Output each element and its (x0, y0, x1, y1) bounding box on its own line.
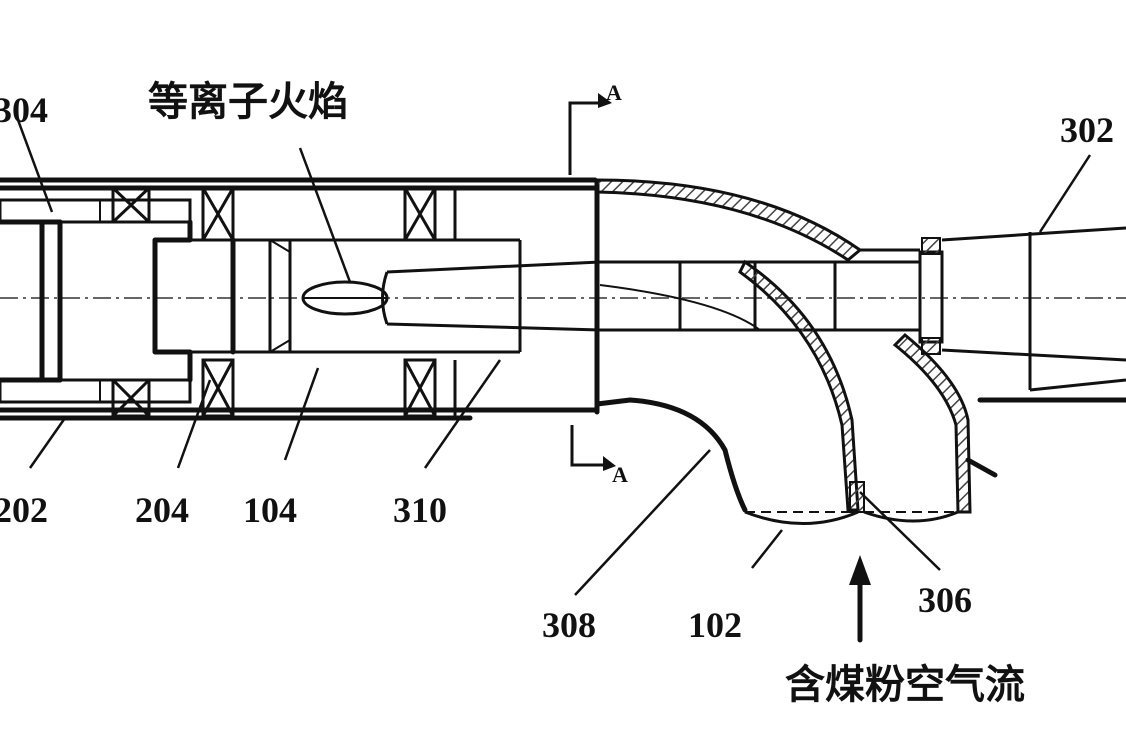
outer-tube-wall (0, 177, 598, 421)
section-marker-a-bottom (570, 425, 616, 471)
section-label-a-bottom: A (612, 462, 628, 487)
part-label-302: 302 (1060, 110, 1114, 150)
elbow-inlet (594, 259, 998, 525)
nozzle-tube (381, 260, 601, 332)
flow-curve (599, 284, 761, 331)
outlet-tube-302 (600, 226, 1126, 403)
part-label-102: 102 (688, 605, 742, 645)
part-label-202: 202 (0, 490, 48, 530)
flame-label: 等离子火焰 (148, 79, 348, 125)
inner-sleeve-202 (0, 198, 192, 404)
part-label-306: 306 (918, 580, 972, 620)
section-label-a-top: A (606, 80, 622, 105)
spacer-blocks (111, 186, 457, 418)
part-label-104: 104 (243, 490, 297, 530)
part-label-204: 204 (135, 490, 189, 530)
airflow-arrow-icon (849, 555, 871, 643)
leader-lines (16, 119, 1092, 596)
airflow-label: 含煤粉空气流 (785, 662, 1025, 708)
section-marker-a-top (568, 93, 612, 175)
elbow-body (594, 178, 920, 415)
part-label-308: 308 (542, 605, 596, 645)
part-label-304: 304 (0, 90, 48, 130)
part-label-310: 310 (393, 490, 447, 530)
plasma-generator-tube (152, 219, 522, 383)
